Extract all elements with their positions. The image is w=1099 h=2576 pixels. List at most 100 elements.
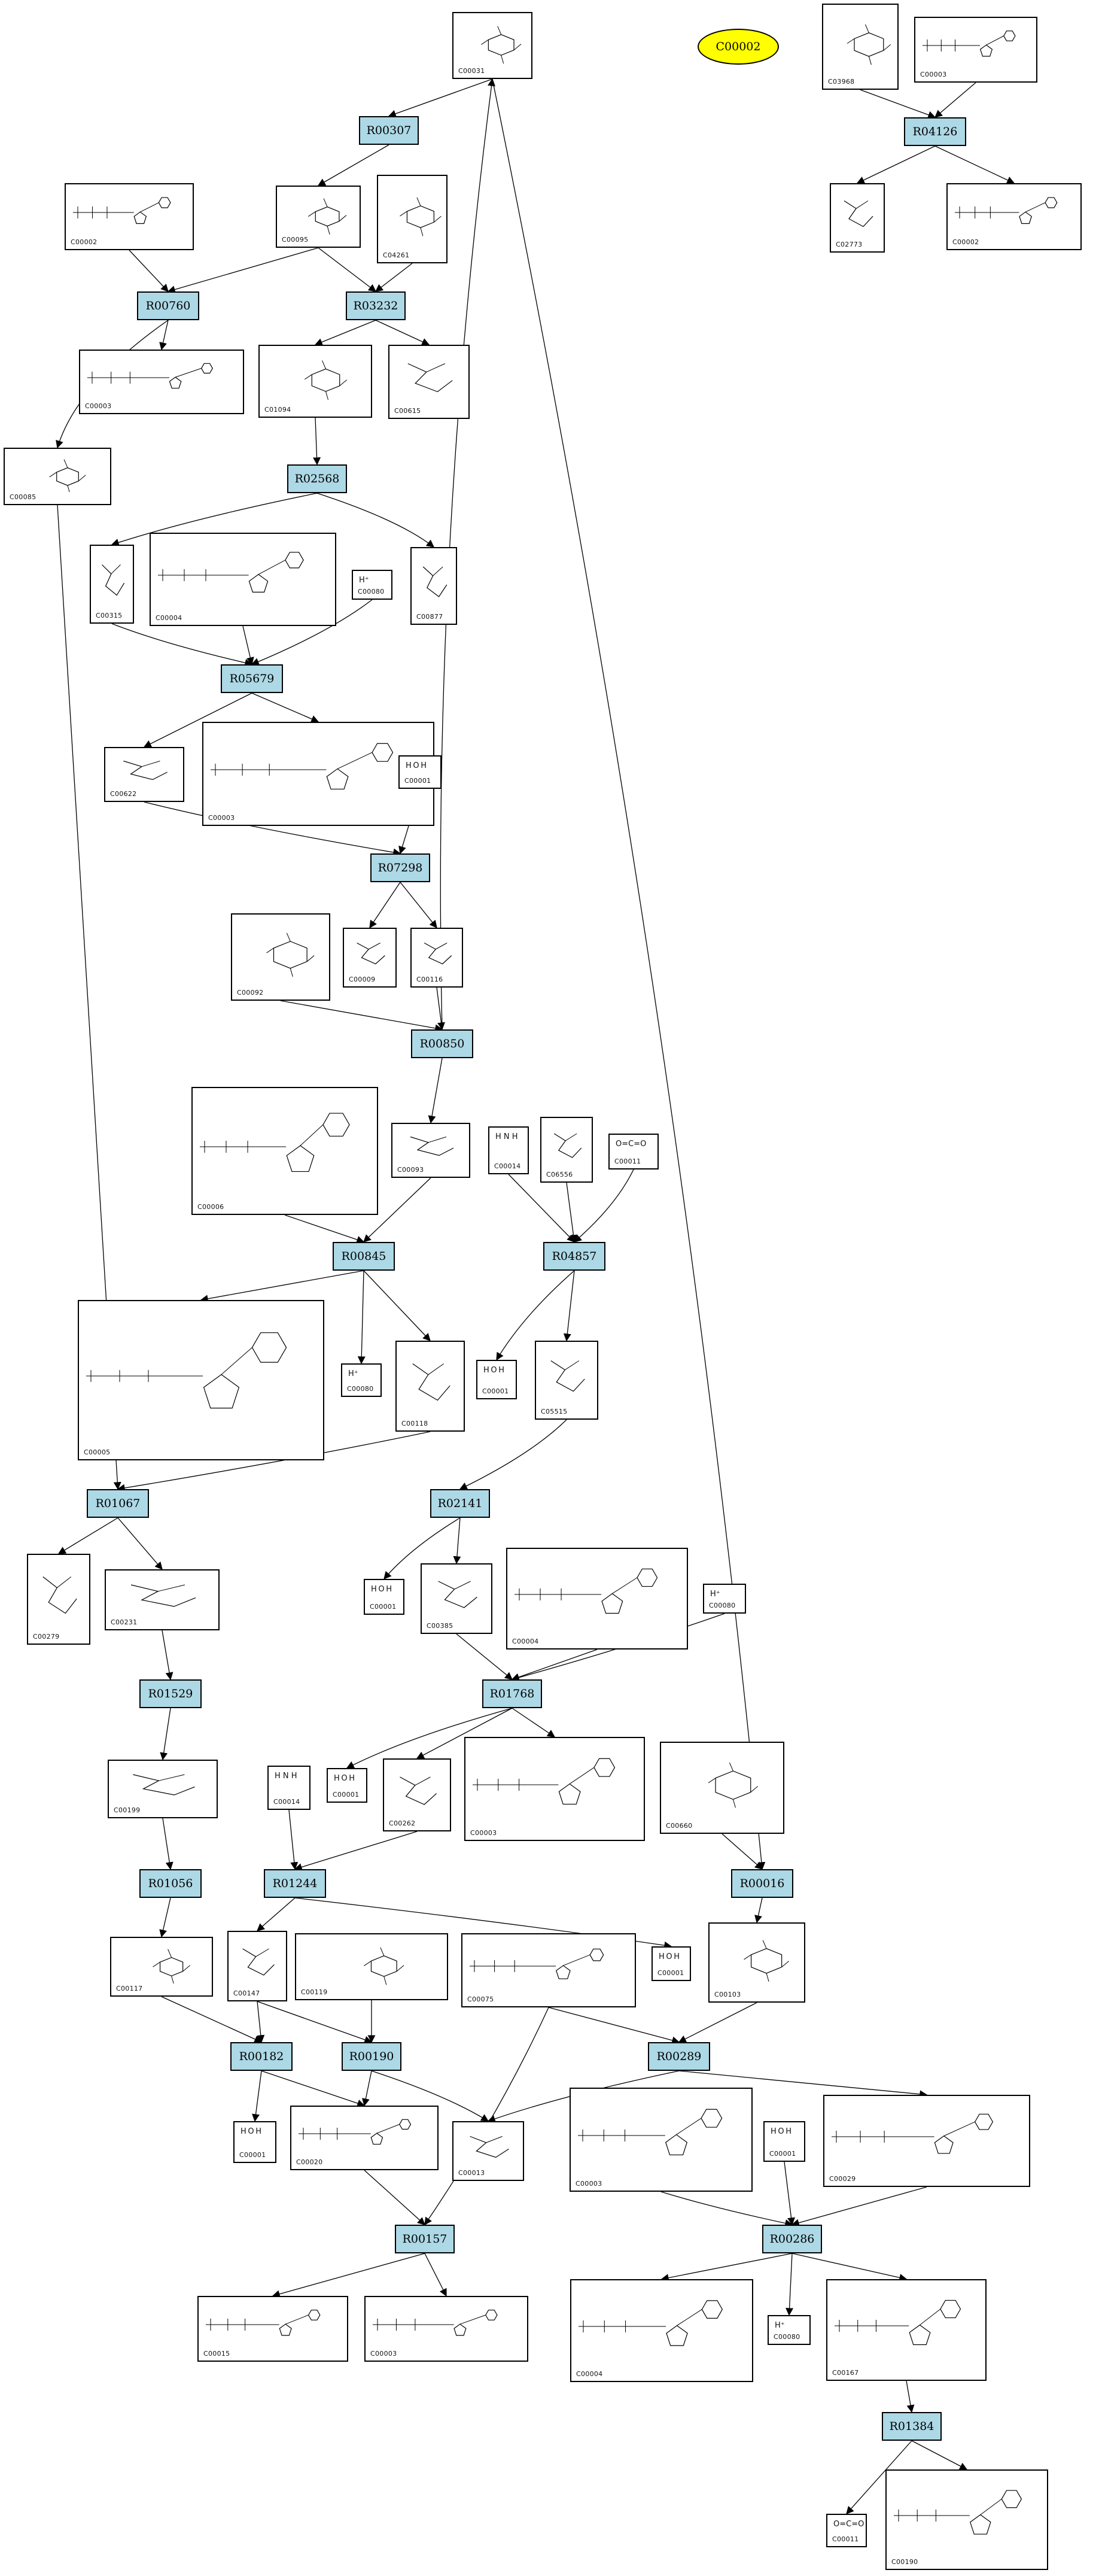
compound-formula: H O H — [334, 1774, 355, 1783]
compound-c00003-f[interactable]: C00003 — [364, 2296, 528, 2362]
reaction-r02141[interactable]: R02141 — [430, 1489, 490, 1518]
edge-c00092-to-r00850 — [280, 1000, 443, 1032]
reaction-r01768[interactable]: R01768 — [482, 1679, 542, 1708]
compound-c00147[interactable]: C00147 — [227, 1931, 287, 2001]
compound-c04261[interactable]: C04261 — [377, 175, 447, 263]
compound-c00004-b[interactable]: C00004 — [506, 1548, 688, 1650]
compound-c00199[interactable]: C00199 — [108, 1760, 218, 1818]
reaction-r00289[interactable]: R00289 — [648, 2042, 710, 2071]
compound-c00093[interactable]: C00093 — [391, 1123, 470, 1178]
compound-c00262[interactable]: C00262 — [383, 1758, 451, 1831]
edge-c00011-a-to-r04857 — [574, 1169, 634, 1243]
compound-c00003-b[interactable]: C00003 — [79, 350, 244, 414]
compound-c00003-c[interactable]: C00003 — [202, 722, 434, 826]
compound-label: C00001 — [333, 1791, 360, 1799]
compound-c05515[interactable]: C05515 — [535, 1341, 598, 1420]
compound-c00660[interactable]: C00660 — [660, 1742, 784, 1834]
compound-label: C00006 — [197, 1203, 224, 1211]
compound-c00004-a[interactable]: C00004 — [150, 533, 336, 626]
reaction-r00760[interactable]: R00760 — [137, 291, 199, 320]
reaction-r04126[interactable]: R04126 — [904, 117, 966, 146]
reaction-r05679[interactable]: R05679 — [221, 664, 283, 693]
compound-c00020[interactable]: C00020 — [290, 2106, 439, 2170]
compound-c00167[interactable]: C00167 — [826, 2279, 987, 2381]
compound-c00118[interactable]: C00118 — [395, 1341, 465, 1432]
compound-formula: H O H — [371, 1585, 392, 1594]
compound-c00092[interactable]: C00092 — [231, 913, 330, 1001]
compound-label: C00002 — [71, 238, 98, 246]
reaction-r01529[interactable]: R01529 — [139, 1679, 202, 1708]
compound-c00119[interactable]: C00119 — [295, 1933, 448, 2000]
compound-c03968[interactable]: C03968 — [822, 4, 899, 90]
compound-label: C00003 — [920, 71, 947, 78]
compound-c00231[interactable]: C00231 — [105, 1569, 220, 1630]
reaction-r02568[interactable]: R02568 — [287, 464, 347, 493]
compound-c00095[interactable]: C00095 — [276, 186, 361, 248]
compound-c00080-d[interactable]: H⁺C00080 — [768, 2315, 811, 2345]
compound-c00005[interactable]: C00005 — [78, 1300, 324, 1460]
edge-c00385-to-r01768 — [456, 1633, 513, 1680]
reaction-r01056[interactable]: R01056 — [139, 1869, 202, 1898]
reaction-r03232[interactable]: R03232 — [346, 291, 406, 320]
compound-c00279[interactable]: C00279 — [27, 1554, 90, 1645]
compound-c00003-top[interactable]: C00003 — [914, 17, 1037, 83]
compound-c00190[interactable]: C00190 — [885, 2469, 1048, 2570]
compound-c00004-c[interactable]: C00004 — [570, 2279, 753, 2382]
compound-c00116[interactable]: C00116 — [410, 928, 463, 988]
compound-formula: H O H — [659, 1952, 680, 1961]
compound-c00315[interactable]: C00315 — [90, 545, 134, 624]
compound-c00080-c[interactable]: H⁺C00080 — [703, 1584, 746, 1614]
compound-label: C01094 — [264, 406, 291, 414]
reaction-r01067[interactable]: R01067 — [87, 1489, 149, 1518]
reaction-r00286[interactable]: R00286 — [762, 2225, 822, 2253]
compound-c00002-a[interactable]: C00002 — [65, 183, 194, 250]
compound-c00117[interactable]: C00117 — [110, 1937, 213, 1997]
reaction-r00190[interactable]: R00190 — [342, 2042, 401, 2071]
reaction-r07298[interactable]: R07298 — [370, 853, 430, 882]
compound-c06556[interactable]: C06556 — [540, 1117, 593, 1183]
compound-c00015[interactable]: C00015 — [197, 2296, 348, 2362]
compound-c00003-d[interactable]: C00003 — [464, 1737, 645, 1841]
compound-c00080-b[interactable]: H⁺C00080 — [341, 1363, 382, 1397]
compound-c00085[interactable]: C00085 — [4, 448, 111, 505]
compound-label: C00004 — [156, 614, 182, 622]
compound-c00002-b[interactable]: C00002 — [946, 183, 1082, 250]
reaction-r01384[interactable]: R01384 — [882, 2412, 942, 2441]
reaction-r00307[interactable]: R00307 — [359, 116, 419, 145]
compound-c02773[interactable]: C02773 — [830, 183, 885, 253]
highlighted-compound[interactable]: C00002 — [698, 29, 779, 65]
compound-c00615[interactable]: C00615 — [388, 345, 470, 419]
compound-c01094[interactable]: C01094 — [258, 345, 372, 418]
reaction-r04857[interactable]: R04857 — [543, 1242, 605, 1271]
compound-c00029[interactable]: C00029 — [823, 2095, 1030, 2187]
reaction-r00182[interactable]: R00182 — [230, 2042, 293, 2071]
compound-c00385[interactable]: C00385 — [421, 1563, 492, 1634]
reaction-r01244[interactable]: R01244 — [264, 1869, 326, 1898]
compound-c00013[interactable]: C00013 — [452, 2121, 524, 2181]
compound-c00877[interactable]: C00877 — [410, 547, 457, 625]
compound-c00001-d[interactable]: H O H C00001 — [327, 1768, 367, 1803]
compound-c00075[interactable]: C00075 — [461, 1933, 636, 2007]
compound-c00622[interactable]: C00622 — [104, 747, 184, 802]
compound-c00006[interactable]: C00006 — [191, 1087, 378, 1215]
compound-c00031[interactable]: C00031 — [452, 12, 532, 79]
compound-c00080-a[interactable]: H⁺C00080 — [352, 570, 392, 600]
reaction-r00850[interactable]: R00850 — [411, 1029, 473, 1058]
compound-c00103[interactable]: C00103 — [708, 1922, 805, 2003]
reaction-r00157[interactable]: R00157 — [395, 2225, 455, 2253]
reaction-r00016[interactable]: R00016 — [731, 1869, 793, 1898]
compound-c00009[interactable]: C00009 — [343, 928, 397, 988]
reaction-r00845[interactable]: R00845 — [333, 1242, 395, 1271]
compound-c00003-e[interactable]: C00003 — [570, 2088, 753, 2192]
compound-formula: H O H — [771, 2127, 791, 2136]
